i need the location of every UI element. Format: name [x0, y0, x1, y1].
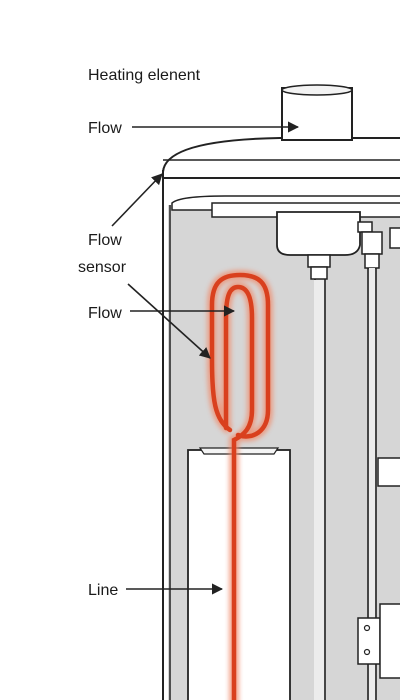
- label-flow-coil: Flow: [88, 305, 122, 322]
- arrow-flow-sensor-down: [127, 283, 211, 359]
- coil-outer-loop: [209, 272, 271, 439]
- tank-lid: [162, 137, 400, 218]
- top-pipe: [281, 84, 353, 141]
- label-flow-sensor-1: Flow: [88, 232, 122, 249]
- label-flow-sensor-2: sensor: [78, 259, 127, 276]
- label-flow-top: Flow: [88, 120, 122, 137]
- label-heating-element: Heating elenent: [88, 67, 201, 84]
- arrow-flow-sensor-up: [111, 173, 163, 227]
- heating-coil: [207, 269, 273, 700]
- arrows: [111, 121, 300, 595]
- coil-inner-loop: [223, 284, 255, 700]
- sensor-assembly: [276, 211, 400, 700]
- labels: Heating elenent Flow Flow sensor Flow Li…: [78, 67, 201, 599]
- label-line: Line: [88, 582, 118, 599]
